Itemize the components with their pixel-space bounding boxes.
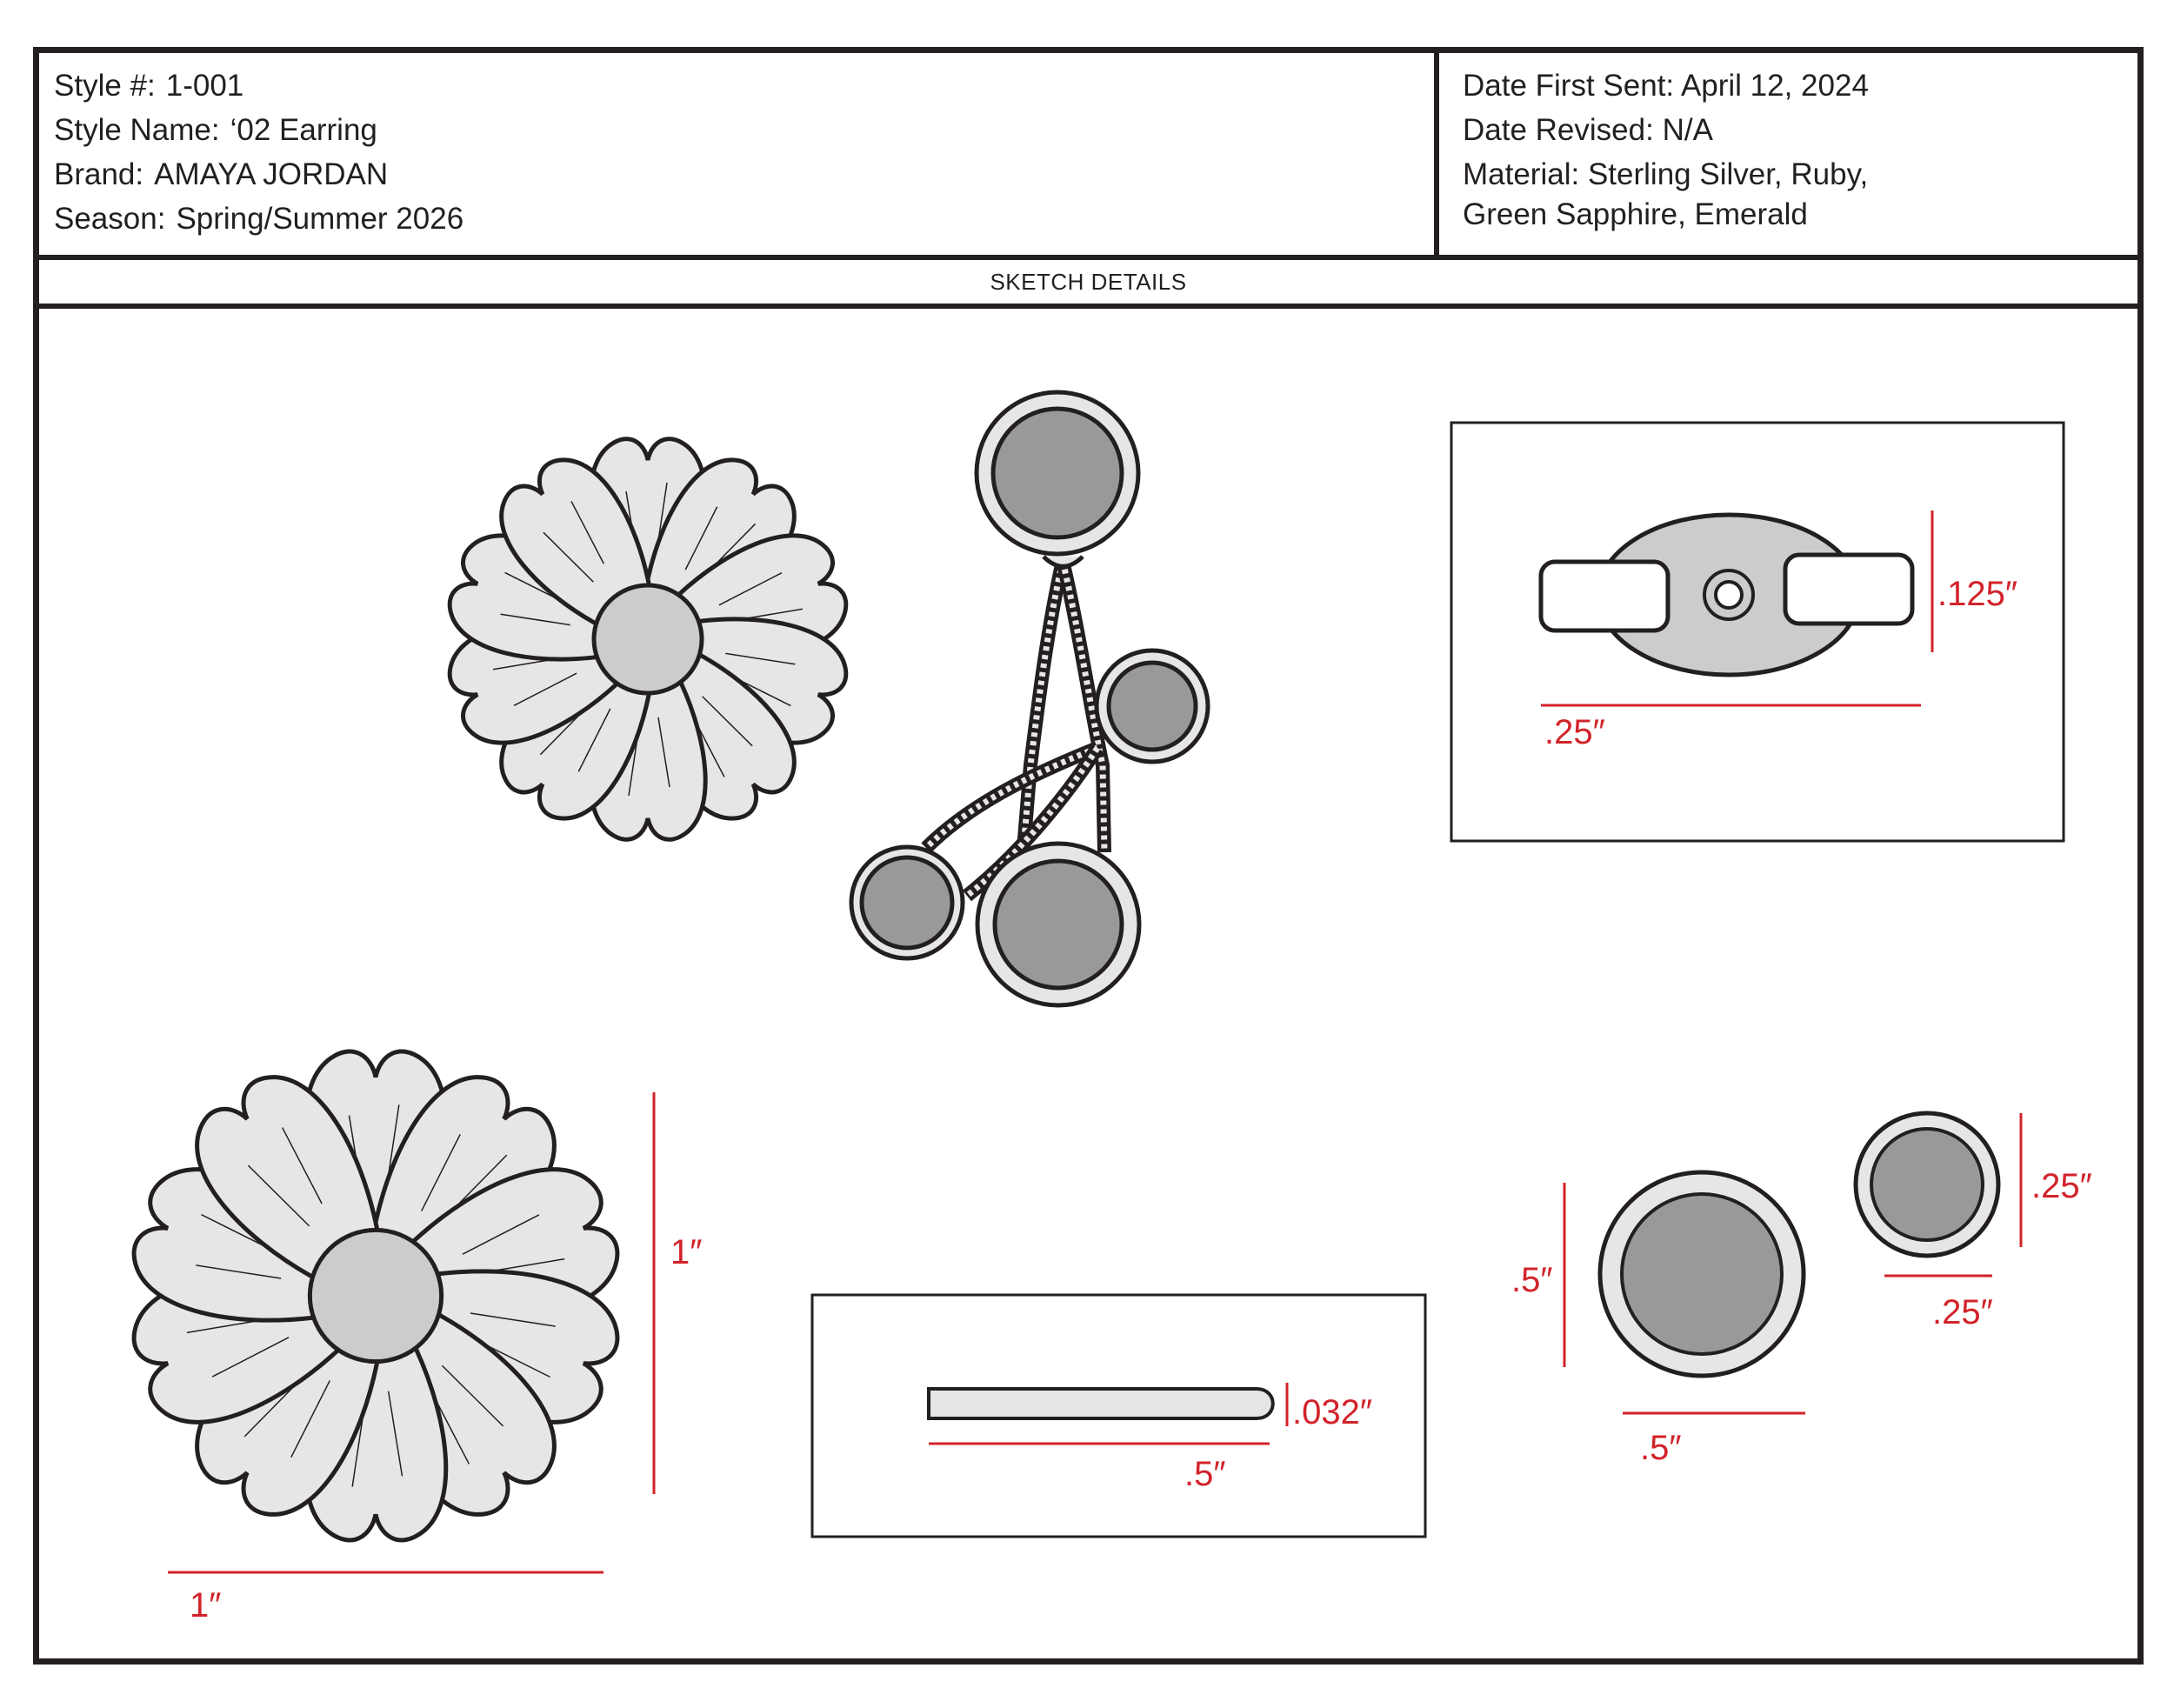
date-sent-value: April 12, 2024 [1680, 69, 1869, 103]
season-row: Season: Spring/Summer 2026 [54, 203, 463, 234]
style-name-label: Style Name: [54, 113, 220, 147]
header-divider [39, 255, 2137, 260]
material-label: Material: [1463, 157, 1580, 191]
material-row: Material: Sterling Silver, Ruby, [1463, 159, 1868, 190]
brand-label: Brand: [54, 157, 144, 191]
section-divider [39, 304, 2137, 309]
material-line2: Green Sapphire, Emerald [1463, 197, 1808, 231]
date-revised-label: Date Revised: [1463, 113, 1654, 147]
date-revised-value: N/A [1662, 113, 1713, 147]
style-number-row: Style #: 1-001 [54, 70, 243, 101]
section-title: SKETCH DETAILS [990, 269, 1187, 295]
material-line1: Sterling Silver, Ruby, [1587, 157, 1869, 191]
brand-value: AMAYA JORDAN [154, 157, 389, 191]
date-sent-row: Date First Sent: April 12, 2024 [1463, 70, 1869, 101]
brand-row: Brand: AMAYA JORDAN [54, 159, 388, 190]
style-number-value: 1-001 [165, 69, 244, 103]
style-name-value: ‘02 Earring [230, 113, 377, 147]
season-value: Spring/Summer 2026 [176, 202, 464, 236]
header-left-panel: Style #: 1-001 Style Name: ‘02 Earring Bra… [39, 53, 1439, 255]
header-right-panel: Date First Sent: April 12, 2024 Date Rev… [1439, 53, 2137, 255]
style-name-row: Style Name: ‘02 Earring [54, 115, 377, 145]
style-number-label: Style #: [54, 69, 156, 103]
spec-sheet: Style #: 1-001 Style Name: ‘02 Earring Bra… [33, 47, 2144, 1665]
season-label: Season: [54, 202, 166, 236]
date-sent-label: Date First Sent: [1463, 69, 1675, 103]
material-row-2: Green Sapphire, Emerald [1463, 199, 1808, 230]
date-revised-row: Date Revised: N/A [1463, 115, 1713, 145]
